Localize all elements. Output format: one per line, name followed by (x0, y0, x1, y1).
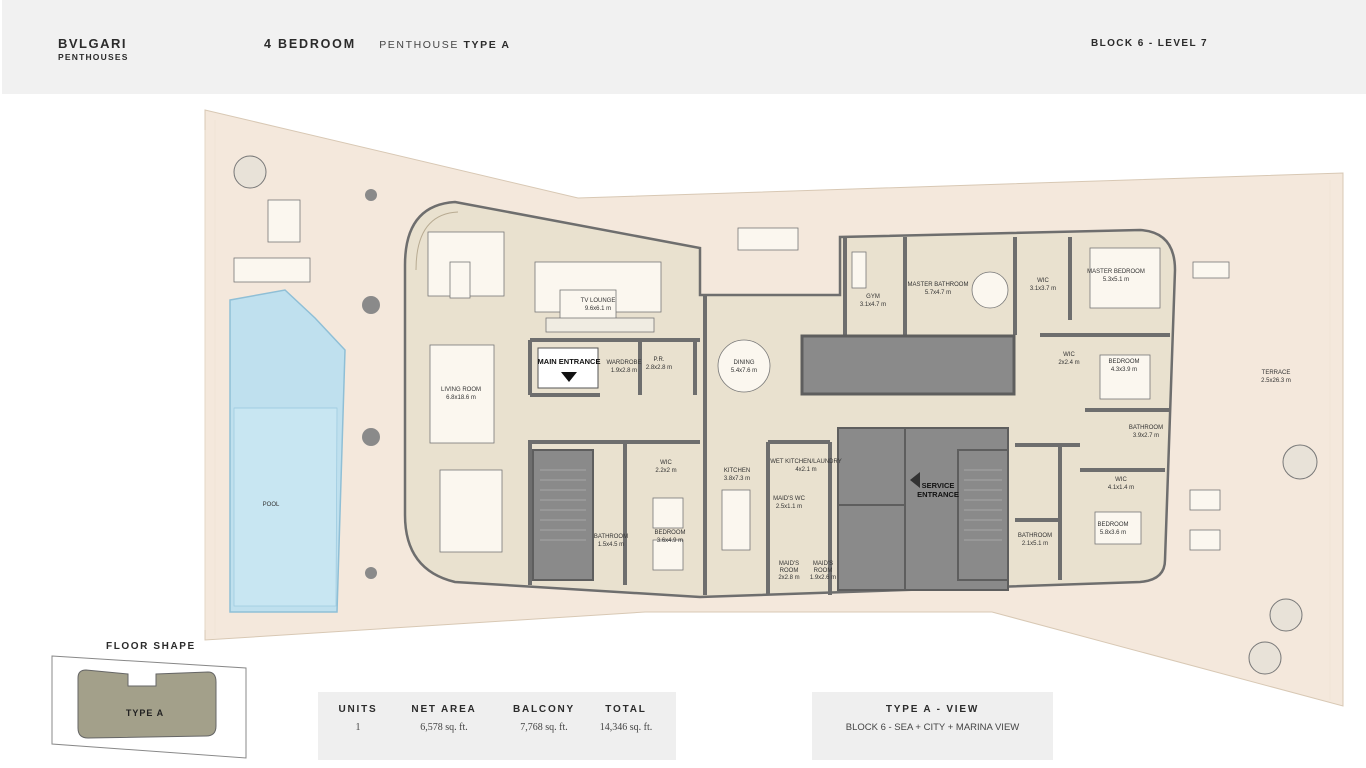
label-wardrobe: WARDROBE (606, 360, 641, 366)
label-living-room-size: 6.8x18.6 m (446, 395, 476, 401)
label-pr-size: 2.8x2.8 m (646, 365, 672, 371)
stair-core-right (957, 449, 1009, 581)
floor-shape-diagram: TYPE A (51, 655, 247, 759)
label-maids-wc-size: 2.5x1.1 m (776, 504, 802, 510)
label-wic-master: WIC (1037, 278, 1049, 284)
label-master-bathroom: MASTER BATHROOM (908, 282, 969, 288)
brand-logo: BVLGARI PENTHOUSES (58, 36, 129, 62)
label-bedroom-3: BEDROOM (1097, 522, 1128, 528)
label-maids-room-1-size: 2x2.8 m (778, 575, 799, 581)
unit-stats-panel: UNITS 1 NET AREA 6,578 sq. ft. BALCONY 7… (318, 692, 676, 760)
title-subtitle: PENTHOUSE TYPE A (379, 39, 510, 51)
label-master-bedroom-size: 5.3x5.1 m (1103, 277, 1129, 283)
brand-name: BVLGARI (58, 36, 127, 51)
stat-balcony-label: BALCONY (512, 704, 576, 715)
label-gym-size: 3.1x4.7 m (860, 302, 886, 308)
stat-net-area-value: 6,578 sq. ft. (420, 722, 468, 733)
title-type: TYPE A (463, 39, 511, 51)
label-service-entrance-1: SERVICE (922, 481, 955, 490)
stairs-left (540, 469, 586, 541)
view-title: TYPE A - VIEW (885, 704, 980, 715)
label-wet-kitchen-size: 4x2.1 m (795, 467, 816, 473)
label-wardrobe-size: 1.9x2.8 m (611, 368, 637, 374)
stat-total: TOTAL 14,346 sq. ft. (590, 704, 662, 733)
view-value: BLOCK 6 - SEA + CITY + MARINA VIEW (845, 722, 1020, 733)
stat-units: UNITS 1 (336, 704, 380, 733)
label-pool: POOL (263, 502, 280, 508)
label-maids-room-2b: ROOM (814, 568, 833, 574)
stat-units-value: 1 (355, 722, 361, 733)
stat-total-label: TOTAL (605, 704, 647, 715)
label-kitchen-size: 3.8x7.3 m (724, 476, 750, 482)
block-level-label: BLOCK 6 - LEVEL 7 (1091, 38, 1208, 49)
stairs-right (964, 469, 1002, 541)
label-bedroom-3-size: 5.8x3.6 m (1100, 530, 1126, 536)
deck-texture (204, 120, 1331, 700)
label-bedroom-4: BEDROOM (654, 530, 685, 536)
label-main-entrance: MAIN ENTRANCE (538, 357, 601, 366)
brand-sub: PENTHOUSES (58, 52, 129, 62)
stat-net-area-label: NET AREA (411, 704, 477, 715)
label-wic-b4-size: 2.2x2 m (655, 468, 676, 474)
label-wic-b4: WIC (660, 460, 672, 466)
stat-units-label: UNITS (338, 704, 378, 715)
label-maids-room-2-size: 1.9x2.6 m (810, 575, 836, 581)
label-kitchen: KITCHEN (724, 468, 750, 474)
label-gym: GYM (866, 294, 880, 300)
label-wic-master-size: 3.1x3.7 m (1030, 286, 1056, 292)
label-bedroom-4-size: 3.6x4.9 m (657, 538, 683, 544)
label-pr: P.R. (654, 357, 665, 363)
label-wic-b2: WIC (1063, 352, 1075, 358)
label-tv-lounge-size: 9.6x6.1 m (585, 306, 611, 312)
view-panel: TYPE A - VIEW BLOCK 6 - SEA + CITY + MAR… (812, 692, 1053, 760)
label-bathroom-2-size: 3.9x2.7 m (1133, 433, 1159, 439)
label-bathroom-4-size: 1.5x4.5 m (598, 542, 624, 548)
main-entrance-box (537, 347, 599, 389)
label-tv-lounge: TV LOUNGE (581, 298, 616, 304)
label-living-room: LIVING ROOM (441, 387, 481, 393)
label-dining: DINING (734, 360, 755, 366)
label-wic-b2-size: 2x2.4 m (1058, 360, 1079, 366)
label-bathroom-3: BATHROOM (1018, 533, 1052, 539)
label-wet-kitchen: WET KITCHEN/LAUNDRY (770, 459, 841, 465)
stat-balcony-value: 7,768 sq. ft. (520, 722, 568, 733)
title-bedroom-count: 4 BEDROOM (264, 37, 356, 51)
floor-shape-label: FLOOR SHAPE (106, 641, 196, 652)
central-core (800, 334, 1016, 396)
label-wic-b3: WIC (1115, 477, 1127, 483)
label-terrace: TERRACE (1262, 370, 1291, 376)
pool-inner (233, 407, 338, 607)
label-maids-room-1b: ROOM (780, 568, 799, 574)
label-master-bathroom-size: 5.7x4.7 m (925, 290, 951, 296)
label-bedroom-2: BEDROOM (1108, 359, 1139, 365)
label-bathroom-3-size: 2.1x5.1 m (1022, 541, 1048, 547)
label-service-entrance-2: ENTRANCE (917, 490, 959, 499)
label-terrace-size: 2.5x26.3 m (1261, 378, 1291, 384)
label-dining-size: 5.4x7.6 m (731, 368, 757, 374)
furniture (233, 199, 1230, 571)
label-bedroom-2-size: 4.3x3.9 m (1111, 367, 1137, 373)
floor-shape-type: TYPE A (126, 708, 164, 718)
header-bar: BVLGARI PENTHOUSES 4 BEDROOM PENTHOUSE T… (2, 0, 1366, 94)
stat-balcony: BALCONY 7,768 sq. ft. (506, 704, 582, 733)
stair-core-left (532, 449, 594, 581)
title-penthouse: PENTHOUSE (379, 39, 459, 51)
label-maids-room-2: MAID'S (813, 561, 833, 567)
label-maids-wc: MAID'S WC (773, 496, 805, 502)
label-wic-b3-size: 4.1x1.4 m (1108, 485, 1134, 491)
label-bathroom-2: BATHROOM (1129, 425, 1163, 431)
main-entrance-arrow (561, 372, 577, 382)
stat-net-area: NET AREA 6,578 sq. ft. (406, 704, 482, 733)
terrace-loungers (233, 155, 1318, 675)
label-maids-room-1: MAID'S (779, 561, 799, 567)
stat-total-value: 14,346 sq. ft. (599, 722, 653, 733)
service-entrance-arrow (910, 472, 920, 488)
label-bathroom-4: BATHROOM (594, 534, 628, 540)
planters (362, 189, 380, 579)
walls (528, 237, 1170, 595)
page-title: 4 BEDROOM PENTHOUSE TYPE A (264, 37, 511, 51)
label-master-bedroom: MASTER BEDROOM (1087, 269, 1145, 275)
